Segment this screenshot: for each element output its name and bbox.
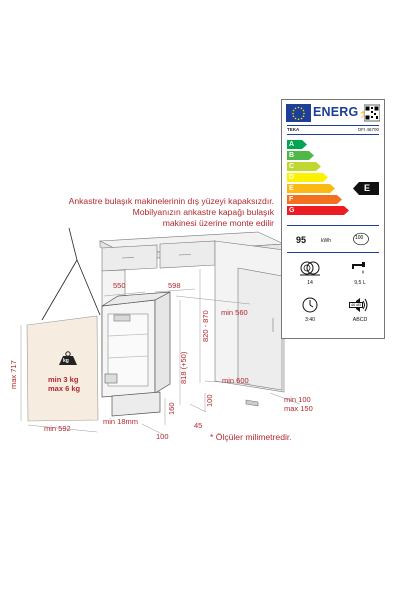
dim-max717: max 717 xyxy=(9,360,18,389)
annotation-line-3: makinesi üzerine monte edilir xyxy=(162,218,274,228)
energy-class-bar-e: E xyxy=(287,184,335,193)
dim-100-height: 100 xyxy=(205,394,214,407)
qr-code-icon xyxy=(363,104,381,122)
dim-818: 818 (+50) xyxy=(179,351,188,384)
duration-value: 3:40 xyxy=(304,317,316,323)
energy-kwh-value: 95 xyxy=(296,235,307,245)
weight-min: min 3 kg xyxy=(48,375,79,384)
energy-class-bar-d: D xyxy=(287,173,328,182)
energy-kwh-unit: kWh xyxy=(321,238,331,244)
clock-icon xyxy=(298,295,322,315)
energy-class-bar-b: B xyxy=(287,151,314,160)
dim-160: 160 xyxy=(167,402,176,415)
energy-class-bar-c: C xyxy=(287,162,321,171)
dim-45: 45 xyxy=(194,421,202,430)
dim-100-depth: 100 xyxy=(156,432,169,441)
annotation-text: Ankastre bulaşık makinelerinin dış yüzey… xyxy=(6,196,274,229)
weight-text: min 3 kg max 6 kg xyxy=(48,375,80,393)
place-settings-value: 14 xyxy=(307,280,313,286)
dim-min18: min 18mm xyxy=(103,417,138,426)
energy-class-letter: G xyxy=(289,207,295,214)
dim-max150: max 150 xyxy=(284,404,313,413)
cycles-value: 100 xyxy=(355,235,364,241)
energy-brand: TEKA xyxy=(287,127,300,132)
dim-min592: min 592 xyxy=(44,424,71,433)
energy-class-letter: F xyxy=(289,196,294,203)
energy-title: ENERG⚡ xyxy=(313,105,371,119)
energy-class-letter: C xyxy=(289,163,295,170)
water-tap-icon xyxy=(348,258,372,278)
dim-min560: min 560 xyxy=(221,308,248,317)
energy-model: DFI 46700 xyxy=(357,127,379,132)
footnote: * Ölçüler milimetredir. xyxy=(210,432,292,442)
energy-class-letter: D xyxy=(289,174,295,181)
weight-icon xyxy=(59,351,77,365)
dim-598: 598 xyxy=(168,281,181,290)
annotation-leader xyxy=(41,227,101,321)
dim-min600: min 600 xyxy=(222,376,249,385)
water-value: 9,5 L xyxy=(354,280,366,286)
dimension-lines xyxy=(20,269,301,435)
noise-class: ABCD xyxy=(352,317,368,323)
energy-class-letter: B xyxy=(289,152,295,159)
energy-class-bar-a: A xyxy=(287,140,307,149)
label-separator xyxy=(287,134,379,135)
energy-label-header: ENERG⚡ xyxy=(286,104,381,125)
weight-icon-label: kg xyxy=(63,358,69,364)
dim-820-870: 820 - 870 xyxy=(201,310,210,342)
dishwasher-body xyxy=(101,291,171,417)
label-separator xyxy=(287,225,379,226)
dishes-icon xyxy=(298,258,322,278)
dim-min100: min 100 xyxy=(284,395,311,404)
weight-max: max 6 kg xyxy=(48,384,81,393)
dim-550: 550 xyxy=(113,281,126,290)
annotation-line-1: Ankastre bulaşık makinelerinin dış yüzey… xyxy=(68,196,274,206)
noise-value: 46 dB xyxy=(349,302,363,308)
energy-class-letter: A xyxy=(289,141,295,148)
energy-class-bar-f: F xyxy=(287,195,342,204)
energy-rating-pointer: E xyxy=(353,182,379,195)
energy-title-text: ENERG xyxy=(313,105,359,119)
cycles-icon: 100 xyxy=(352,232,369,246)
label-separator xyxy=(287,252,379,253)
furniture-door-panel xyxy=(26,315,99,422)
energy-class-bar-g: G xyxy=(287,206,349,215)
annotation-line-2: Mobilyanızın ankastre kapağı bulaşık xyxy=(132,207,274,217)
energy-class-letter: E xyxy=(289,185,294,192)
energy-rating: E xyxy=(364,183,371,193)
label-separator xyxy=(287,125,379,126)
eu-flag-icon xyxy=(286,104,311,122)
